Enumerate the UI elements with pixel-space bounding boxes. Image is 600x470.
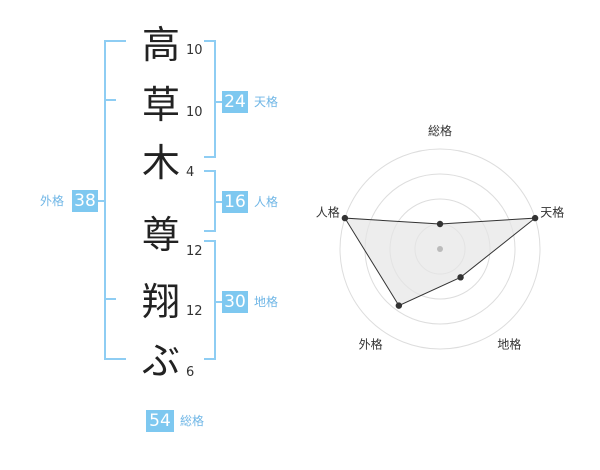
- jinkaku-connector: [214, 201, 222, 203]
- name-char-1: 高: [141, 23, 180, 67]
- soukaku-value: 54: [146, 410, 174, 432]
- radar-axis-label-3: 地格: [497, 336, 521, 351]
- gaikaku-bracket-mid-2: [104, 298, 116, 300]
- tenkaku-connector: [214, 101, 222, 103]
- stroke-count-1: 10: [186, 43, 203, 58]
- tenkaku-bracket-bottom: [204, 156, 216, 158]
- jinkaku-bracket-top: [204, 170, 216, 172]
- chikaku-bracket-top: [204, 240, 216, 242]
- tenkaku-bracket: [214, 40, 216, 158]
- jinkaku-label: 人格: [254, 195, 279, 209]
- jinkaku-bracket-bottom: [204, 230, 216, 232]
- radar-point-4: [395, 302, 403, 309]
- radar-ring-4: [339, 148, 541, 350]
- radar-axis-label-5: 人格: [316, 205, 340, 220]
- radar-axis-label-2: 天格: [540, 205, 564, 220]
- chikaku-connector: [214, 301, 222, 303]
- tenkaku-value: 24: [222, 91, 248, 113]
- name-char-5: 翔: [141, 280, 180, 324]
- stroke-count-6: 6: [186, 365, 195, 380]
- tenkaku-label: 天格: [254, 95, 279, 109]
- radar-point-1: [436, 220, 444, 228]
- radar-point-3: [457, 274, 464, 281]
- gaikaku-bracket-mid-1: [104, 99, 116, 101]
- name-char-2: 草: [141, 83, 180, 127]
- chikaku-label: 地格: [254, 295, 279, 309]
- gaikaku-bracket-bottom: [104, 358, 126, 360]
- chikaku-value: 30: [222, 291, 248, 313]
- radar-area: [343, 217, 537, 307]
- name-char-4: 尊: [141, 213, 180, 257]
- radar-point-5: [341, 214, 349, 222]
- radar-point-2: [531, 214, 539, 222]
- name-char-3: 木: [141, 141, 180, 185]
- gaikaku-value: 38: [72, 190, 98, 212]
- radar-axis-label-1: 総格: [428, 123, 452, 138]
- stroke-count-3: 4: [186, 165, 195, 180]
- tenkaku-bracket-top: [204, 40, 216, 42]
- radar-center: [437, 246, 443, 252]
- stroke-count-5: 12: [186, 304, 203, 319]
- gaikaku-bracket-top: [104, 40, 126, 42]
- chikaku-bracket: [214, 240, 216, 360]
- stroke-count-4: 12: [186, 244, 203, 259]
- gaikaku-connector: [96, 200, 106, 202]
- chikaku-bracket-bottom: [204, 358, 216, 360]
- jinkaku-value: 16: [222, 191, 248, 213]
- gaikaku-label: 外格: [40, 194, 65, 208]
- name-char-6: ぶ: [141, 339, 180, 383]
- radar-axis-label-4: 外格: [359, 336, 383, 351]
- soukaku-label: 総格: [180, 414, 205, 428]
- stroke-count-2: 10: [186, 105, 203, 120]
